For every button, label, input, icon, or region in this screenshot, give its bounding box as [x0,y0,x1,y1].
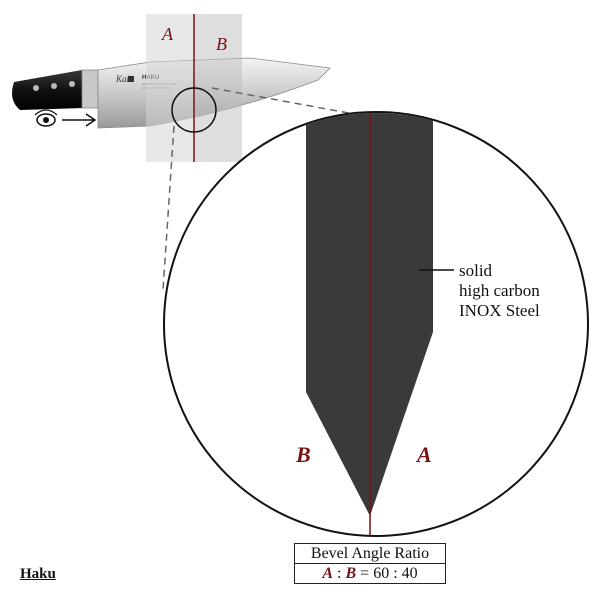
cutting-plane-b [194,14,242,162]
plane-label-a: A [161,24,174,44]
bolster [81,69,99,109]
rivet [69,81,75,87]
material-line-1: solid [459,261,493,280]
knife-handle [12,69,99,110]
material-label: solid high carbon INOX Steel [459,261,540,321]
rivet [33,85,39,91]
zoom-line-left [162,125,175,291]
ratio-value: 60 : 40 [373,565,418,582]
bevel-label-a: A [415,442,432,467]
ratio-equals: = [360,565,370,582]
plane-label-b: B [216,34,227,54]
ratio-separator: : [337,565,342,582]
material-line-3: INOX Steel [459,301,540,320]
rivet [51,83,57,89]
logo-text: Kai [115,74,130,84]
bevel-ratio-box: Bevel Angle Ratio A : B = 60 : 40 [294,543,446,584]
ratio-line: A : B = 60 : 40 [295,564,445,584]
ratio-label-b: B [345,565,357,582]
zoom-source-circle [171,87,217,133]
eye-icon [34,109,58,127]
brand-label: Haku [20,566,56,582]
view-arrow-icon [62,113,97,127]
bevel-label-b: B [295,442,311,467]
ratio-title: Bevel Angle Ratio [295,544,445,564]
ratio-label-a: A [322,565,334,582]
cutting-plane-a [146,14,194,162]
material-line-2: high carbon [459,281,540,300]
